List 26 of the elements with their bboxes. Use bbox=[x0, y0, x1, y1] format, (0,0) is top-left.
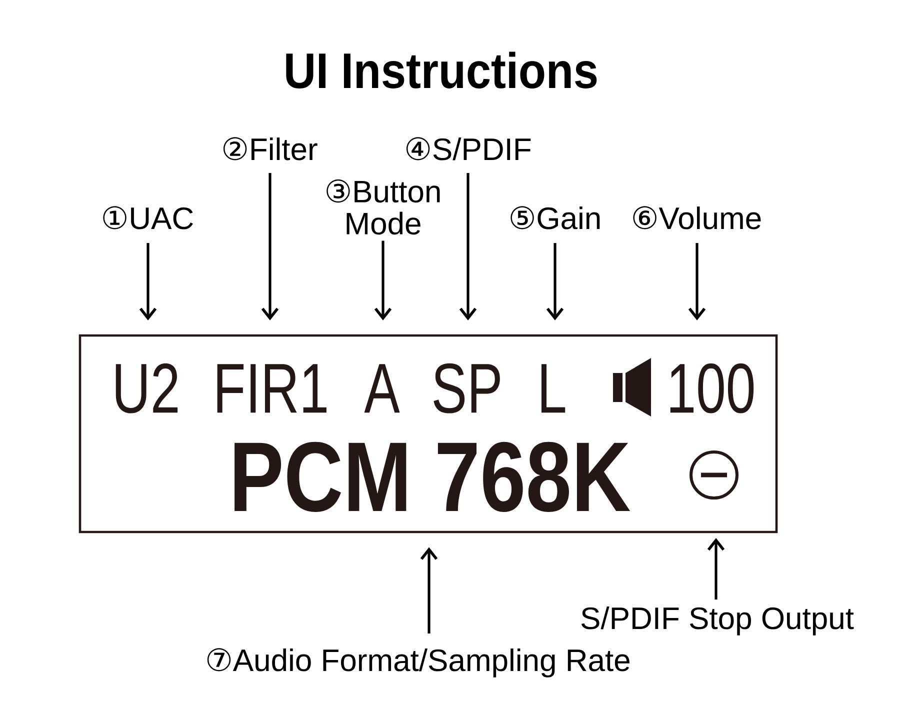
arrow bbox=[139, 242, 157, 320]
callout-label: ⑥Volume bbox=[633, 206, 761, 230]
callout-label: ⑤Gain bbox=[510, 206, 600, 230]
callout-label: S/PDIF Stop Output bbox=[581, 606, 854, 636]
display-readout: SP bbox=[434, 363, 500, 414]
display-readout: 100 bbox=[670, 363, 754, 414]
display-readout: PCM 768K bbox=[234, 442, 630, 512]
callout-label: ③Button Mode bbox=[326, 179, 440, 235]
display-readout: U2 bbox=[116, 363, 178, 414]
display-screen bbox=[78, 334, 778, 534]
callout-label: ①UAC bbox=[103, 206, 193, 230]
minus-circle-icon bbox=[690, 450, 739, 500]
title: UI Instructions bbox=[286, 52, 597, 88]
arrow bbox=[374, 240, 392, 320]
arrow bbox=[688, 242, 706, 320]
callout-label: ②Filter bbox=[223, 137, 318, 160]
callout-label: ④S/PDIF bbox=[406, 137, 531, 160]
display-readout: FIR1 bbox=[217, 364, 326, 413]
display-readout: A bbox=[364, 364, 400, 413]
display-readout: L bbox=[542, 364, 566, 413]
arrow bbox=[420, 547, 438, 634]
arrow bbox=[261, 172, 279, 320]
callout-label: ⑦Audio Format/Sampling Rate bbox=[207, 648, 630, 678]
arrow bbox=[546, 242, 564, 320]
arrow bbox=[459, 172, 477, 320]
arrow bbox=[707, 538, 725, 600]
